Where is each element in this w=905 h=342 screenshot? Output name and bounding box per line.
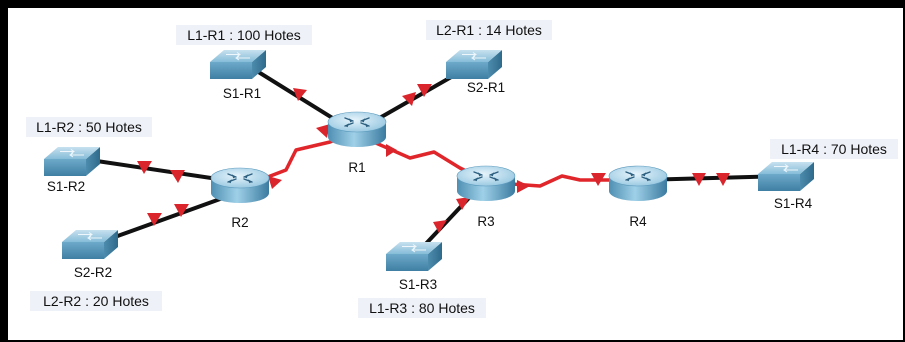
link-up-marker <box>386 144 397 157</box>
switch-s1-r4[interactable]: S1-R4 <box>757 161 815 211</box>
lan-label-text: L2-R2 : 20 Hotes <box>43 293 149 309</box>
device-label: S1-R2 <box>47 179 85 194</box>
device-label: S1-R4 <box>774 196 813 211</box>
router-icon <box>456 165 516 202</box>
router-icon <box>327 111 387 148</box>
lan-label-text: L1-R2 : 50 Hotes <box>36 119 142 135</box>
link-up-marker <box>293 88 307 101</box>
link-up-marker <box>716 173 730 186</box>
link-s2r2-r2 <box>110 192 236 240</box>
lan-label-l2-r1: L2-R1 : 14 Hotes <box>426 20 552 40</box>
switch-s1-r3[interactable]: S1-R3 <box>385 241 443 292</box>
lan-label-text: L1-R1 : 100 Hotes <box>187 27 301 43</box>
router-icon <box>608 165 668 202</box>
link-up-marker <box>591 173 606 186</box>
device-label: S2-R2 <box>74 265 112 280</box>
switch-s1-r1[interactable]: S1-R1 <box>209 49 267 101</box>
device-label: R4 <box>629 214 647 229</box>
link-up-marker <box>417 84 432 97</box>
lan-label-text: L1-R4 : 70 Hotes <box>781 141 887 157</box>
link-up-marker <box>433 220 447 233</box>
link-up-marker <box>316 124 330 138</box>
lan-label-l1-r3: L1-R3 : 80 Hotes <box>358 298 486 318</box>
lan-label-background <box>358 298 486 318</box>
link-status-markers <box>137 84 730 233</box>
lan-label-background <box>26 117 152 137</box>
router-r3[interactable]: R3 <box>456 165 516 229</box>
lan-label-background <box>770 139 898 159</box>
link-up-marker <box>147 213 162 226</box>
device-label: S1-R3 <box>399 277 437 292</box>
device-label: R2 <box>231 215 248 230</box>
link-up-marker <box>692 173 706 186</box>
router-r2[interactable]: R2 <box>210 167 270 230</box>
router-icon <box>210 167 270 204</box>
link-up-marker <box>174 204 189 217</box>
lan-label-text: L2-R1 : 14 Hotes <box>436 22 542 38</box>
lan-label-l1-r4: L1-R4 : 70 Hotes <box>770 139 898 159</box>
lan-label-background <box>426 20 552 40</box>
switch-s2-r1[interactable]: S2-R1 <box>445 49 505 95</box>
router-r1[interactable]: R1 <box>327 111 387 175</box>
switch-s2-r2[interactable]: S2-R2 <box>61 229 119 280</box>
lan-label-text: L1-R3 : 80 Hotes <box>369 300 475 316</box>
lan-label-l2-r2: L2-R2 : 20 Hotes <box>30 291 162 311</box>
switch-s1-r2[interactable]: S1-R2 <box>43 146 101 194</box>
device-label: R3 <box>477 214 494 229</box>
lan-label-l1-r2: L1-R2 : 50 Hotes <box>26 117 152 137</box>
link-up-marker <box>137 161 152 174</box>
lan-label-l1-r1: L1-R1 : 100 Hotes <box>176 25 312 45</box>
lan-label-background <box>176 25 312 45</box>
link-up-marker <box>517 180 530 193</box>
link-up-marker <box>268 176 282 189</box>
router-r4[interactable]: R4 <box>608 165 668 229</box>
device-label: S1-R1 <box>223 86 261 101</box>
device-label: R1 <box>348 160 365 175</box>
device-label: S2-R1 <box>467 80 505 95</box>
link-up-marker <box>170 170 185 183</box>
lan-label-background <box>30 291 162 311</box>
link-up-marker <box>402 92 416 106</box>
link-up-marker <box>456 197 470 210</box>
